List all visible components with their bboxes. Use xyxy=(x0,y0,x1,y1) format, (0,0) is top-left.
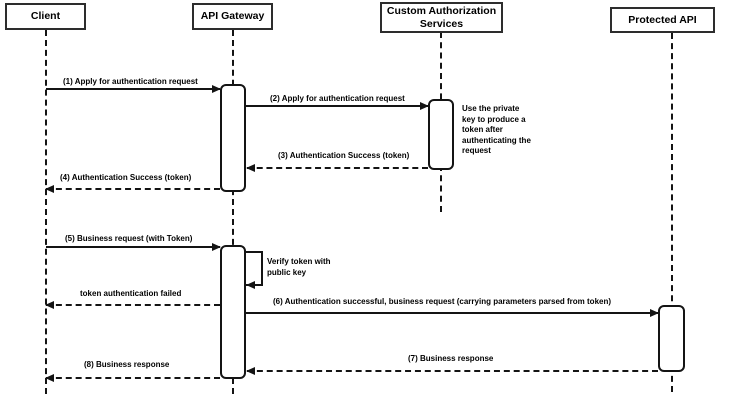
lifeline-client xyxy=(45,30,47,394)
message-arrow-1 xyxy=(46,85,221,93)
message-arrow-8 xyxy=(45,374,220,382)
lifeline-protected-api xyxy=(671,33,673,392)
actor-label-protected-api: Protected API xyxy=(628,13,697,26)
activation-api-gateway-auth xyxy=(220,84,246,192)
actor-box-protected-api: Protected API xyxy=(610,7,715,33)
message-label-6: (6) Authentication successful, business … xyxy=(273,297,612,306)
message-label-4: (4) Authentication Success (token) xyxy=(60,173,192,182)
message-label-3: (3) Authentication Success (token) xyxy=(278,151,410,160)
self-message-label: Verify token with public key xyxy=(267,257,331,277)
note-private-key: Use the private key to produce a token a… xyxy=(462,104,531,155)
actor-box-client: Client xyxy=(5,3,86,30)
actor-label-client: Client xyxy=(30,10,61,23)
activation-protected-api xyxy=(658,305,685,372)
message-arrow-token-failed xyxy=(45,301,220,309)
message-arrow-6 xyxy=(246,309,659,317)
actor-label-custom-auth: Custom Authorization Services xyxy=(386,4,497,30)
activation-api-gateway-business xyxy=(220,245,246,379)
message-label-8: (8) Business response xyxy=(84,360,170,369)
actor-box-api-gateway: API Gateway xyxy=(192,3,273,30)
actor-label-api-gateway: API Gateway xyxy=(200,10,265,23)
activation-custom-auth xyxy=(428,99,454,170)
message-arrow-5 xyxy=(46,243,221,251)
message-arrow-4 xyxy=(45,185,220,193)
actor-box-custom-auth: Custom Authorization Services xyxy=(380,2,503,33)
message-label-1: (1) Apply for authentication request xyxy=(63,77,198,86)
message-label-5: (5) Business request (with Token) xyxy=(65,234,193,243)
self-message-loop xyxy=(246,251,263,289)
lifeline-api-gateway xyxy=(232,30,234,394)
message-arrow-7 xyxy=(246,367,658,375)
message-label-token-failed: token authentication failed xyxy=(80,289,182,298)
message-label-2: (2) Apply for authentication request xyxy=(270,94,405,103)
message-arrow-2 xyxy=(246,102,429,110)
message-label-7: (7) Business response xyxy=(408,354,494,363)
message-arrow-3 xyxy=(246,164,428,172)
